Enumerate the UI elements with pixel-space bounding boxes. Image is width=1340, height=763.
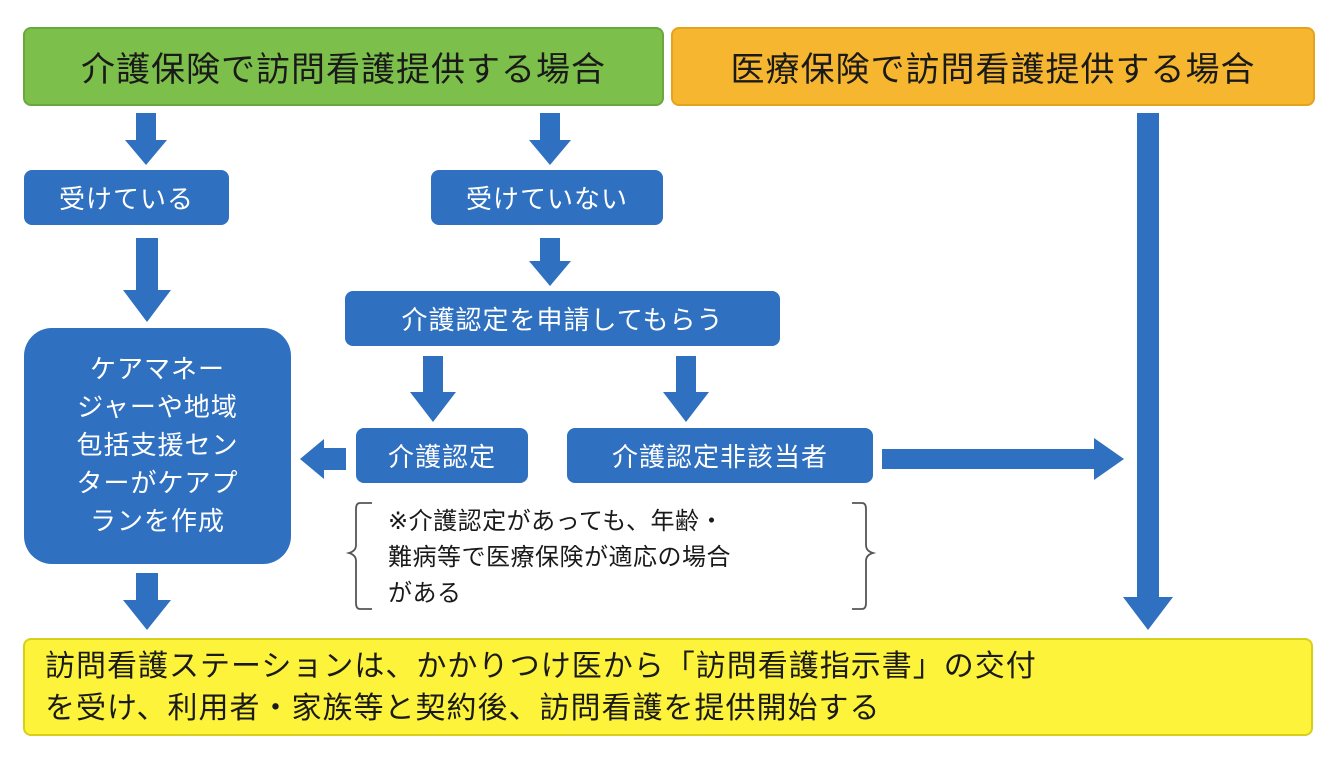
arrow-down-1	[125, 113, 167, 165]
result-box: 訪問看護ステーションは、かかりつけ医から「訪問看護指示書」の交付 を受け、利用者…	[23, 638, 1313, 736]
arrow-down-2	[529, 113, 571, 165]
iryo-header: 医療保険で訪問看護提供する場合	[671, 27, 1315, 106]
care-plan-box: ケアマネー ジャーや地域 包括支援セン ターがケアプ ランを作成	[24, 328, 291, 564]
note-bracket-right	[852, 502, 877, 610]
note-line: ※介護認定があっても、年齢・	[388, 507, 724, 535]
note-line: がある	[388, 579, 462, 607]
arrow-down-7	[123, 573, 171, 630]
receiving-box: 受けている	[24, 170, 229, 225]
arrow-down-6	[663, 356, 709, 422]
arrow-down-3	[123, 238, 171, 322]
arrow-right-1	[882, 438, 1124, 480]
certified-box: 介護認定	[356, 428, 528, 483]
apply-box: 介護認定を申請してもらう	[345, 291, 780, 346]
care-plan-line: ランを作成	[89, 507, 225, 537]
care-plan-line: ターがケアプ	[76, 469, 239, 499]
care-plan-line: 包括支援セン	[76, 431, 239, 461]
note-bracket-left	[345, 502, 372, 610]
arrow-left-1	[300, 439, 346, 479]
care-plan-line: ケアマネー	[89, 355, 225, 385]
note-line: 難病等で医療保険が適応の場合	[388, 543, 731, 571]
arrow-down-4	[529, 238, 571, 286]
result-line: 訪問看護ステーションは、かかりつけ医から「訪問看護指示書」の交付	[45, 649, 1037, 684]
kaigo-header: 介護保険で訪問看護提供する場合	[23, 27, 664, 106]
not-applicable-box: 介護認定非該当者	[567, 428, 873, 483]
arrow-down-long	[1123, 113, 1173, 630]
not-receiving-box: 受けていない	[431, 170, 663, 225]
result-line: を受け、利用者・家族等と契約後、訪問看護を提供開始する	[45, 691, 881, 726]
care-plan-line: ジャーや地域	[77, 393, 238, 423]
arrow-down-5	[410, 356, 456, 422]
note-text: ※介護認定があっても、年齢・ 難病等で医療保険が適応の場合 がある	[388, 503, 858, 611]
